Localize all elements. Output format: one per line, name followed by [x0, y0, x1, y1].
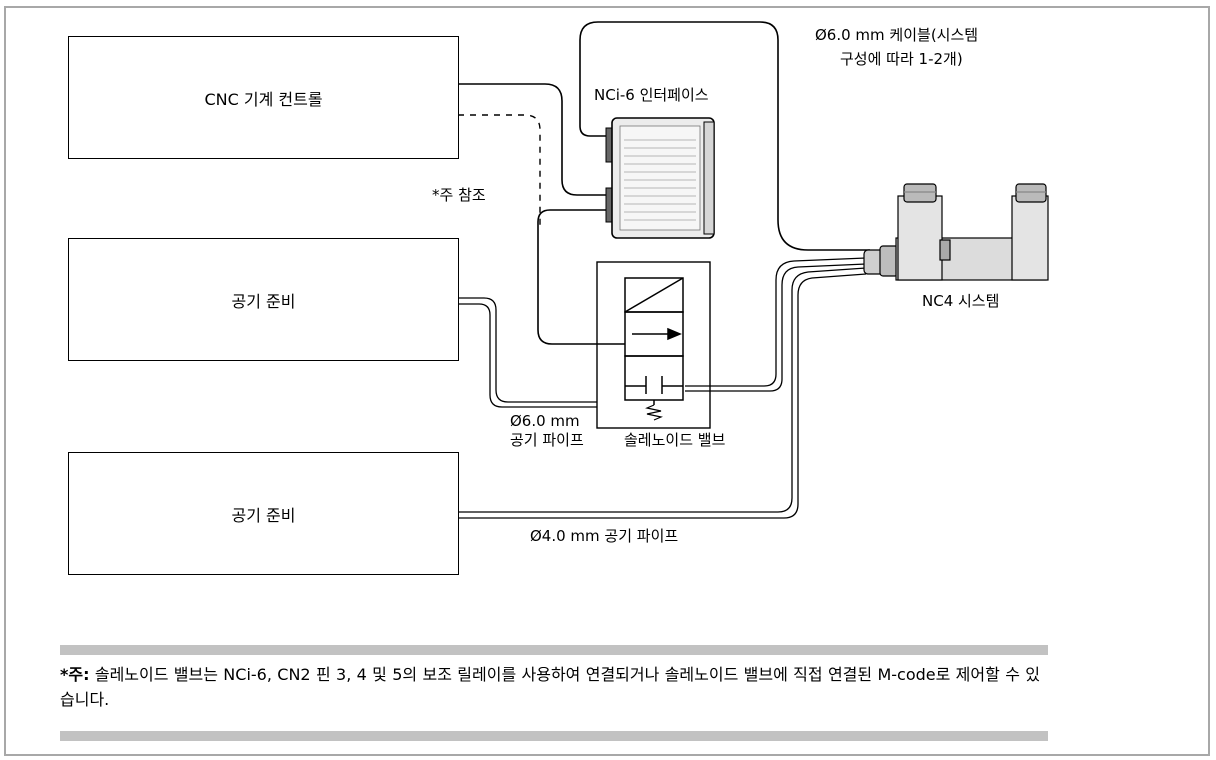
footnote-text: 솔레노이드 밸브는 NCi-6, CN2 핀 3, 4 및 5의 보조 릴레이를…	[60, 665, 1040, 709]
footnote-prefix: *주:	[60, 665, 90, 684]
cable-label-line1: Ø6.0 mm 케이블(시스템	[815, 26, 979, 44]
cnc-control-label: CNC 기계 컨트롤	[204, 89, 323, 109]
interface-label: NCi-6 인터페이스	[594, 86, 709, 104]
dashed-control-line	[458, 114, 541, 230]
note-reference: *주 참조	[432, 186, 486, 204]
note-bottom-rule	[60, 731, 1048, 741]
valve-output-pipe	[685, 257, 867, 392]
cnc-interface-cable	[458, 83, 612, 196]
pipe-4mm-label: Ø4.0 mm 공기 파이프	[530, 527, 679, 545]
nc4-system-label: NC4 시스템	[922, 292, 1000, 310]
air-prep-box-1: 공기 준비	[68, 238, 459, 361]
cnc-control-box: CNC 기계 컨트롤	[68, 36, 459, 159]
diagram-frame	[4, 6, 1210, 756]
air-prep-label-1: 공기 준비	[231, 291, 296, 311]
note-top-rule	[60, 645, 1048, 655]
nc4-system-device	[863, 183, 1049, 281]
air-prep-box-2: 공기 준비	[68, 452, 459, 575]
interface-valve-cable	[537, 209, 625, 345]
interface-cable-loop	[579, 21, 870, 251]
pipe-6mm-label-line1: Ø6.0 mm	[510, 412, 580, 430]
nci6-interface-device	[605, 117, 715, 239]
solenoid-valve-symbol	[596, 261, 711, 429]
solenoid-valve-label: 솔레노이드 밸브	[624, 431, 726, 449]
footnote: *주: 솔레노이드 밸브는 NCi-6, CN2 핀 3, 4 및 5의 보조 …	[60, 663, 1040, 713]
air-prep-label-2: 공기 준비	[231, 505, 296, 525]
air-pipe-4mm	[458, 267, 867, 519]
cable-label-line2: 구성에 따라 1-2개)	[840, 50, 963, 68]
pipe-6mm-label-line2: 공기 파이프	[510, 431, 584, 449]
air-pipe-6mm	[458, 297, 597, 408]
